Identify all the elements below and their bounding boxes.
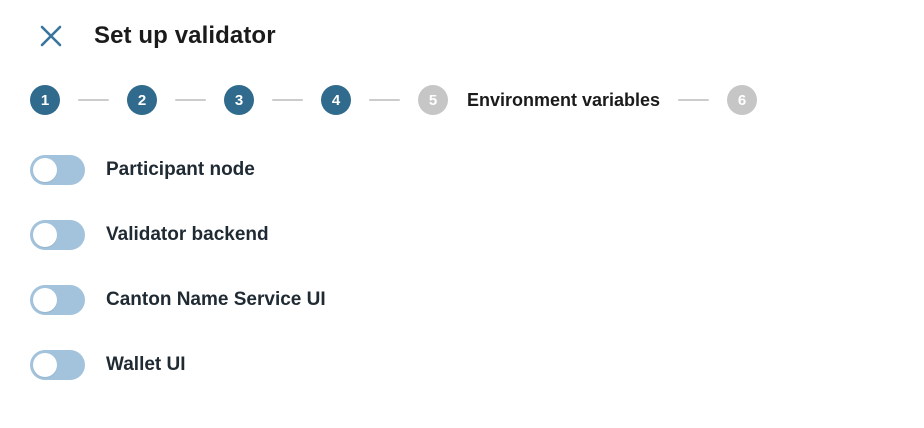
dialog-header: Set up validator (0, 0, 924, 50)
toggle-list: Participant node Validator backend Canto… (30, 155, 924, 380)
step-indicator-4: 4 (321, 85, 351, 115)
page-title: Set up validator (94, 22, 276, 49)
close-button[interactable] (38, 23, 64, 49)
step-number: 6 (737, 91, 747, 109)
step-indicator-6: 6 (727, 85, 758, 115)
close-icon (38, 23, 64, 49)
step-indicator-5: 5 (418, 85, 448, 115)
step-connector (78, 99, 109, 101)
step-connector (175, 99, 206, 101)
toggle-label: Participant node (106, 159, 255, 180)
step-number: 4 (331, 91, 341, 109)
step-number: 1 (40, 91, 50, 109)
toggle-row-canton-name-service-ui: Canton Name Service UI (30, 285, 924, 315)
participant-node-toggle[interactable] (30, 155, 85, 185)
toggle-row-validator-backend: Validator backend (30, 220, 924, 250)
step-number: 5 (428, 91, 438, 109)
step-connector (678, 99, 710, 101)
toggle-label: Canton Name Service UI (106, 289, 326, 310)
validator-backend-toggle[interactable] (30, 220, 85, 250)
toggle-label: Wallet UI (106, 354, 186, 375)
current-step-label: Environment variables (467, 89, 661, 110)
toggle-label: Validator backend (106, 224, 269, 245)
step-indicator-1: 1 (30, 85, 60, 115)
toggle-knob (33, 353, 57, 377)
toggle-knob (33, 223, 57, 247)
step-number: 3 (234, 91, 244, 109)
toggle-knob (33, 288, 57, 312)
toggle-row-participant-node: Participant node (30, 155, 924, 185)
canton-name-service-ui-toggle[interactable] (30, 285, 85, 315)
wallet-ui-toggle[interactable] (30, 350, 85, 380)
toggle-knob (33, 158, 57, 182)
step-connector (369, 99, 400, 101)
step-indicator-3: 3 (224, 85, 254, 115)
stepper: 1 2 3 4 5 Environment variables 6 (30, 85, 924, 115)
toggle-row-wallet-ui: Wallet UI (30, 350, 924, 380)
step-indicator-2: 2 (127, 85, 157, 115)
step-number: 2 (137, 91, 147, 109)
step-connector (272, 99, 303, 101)
